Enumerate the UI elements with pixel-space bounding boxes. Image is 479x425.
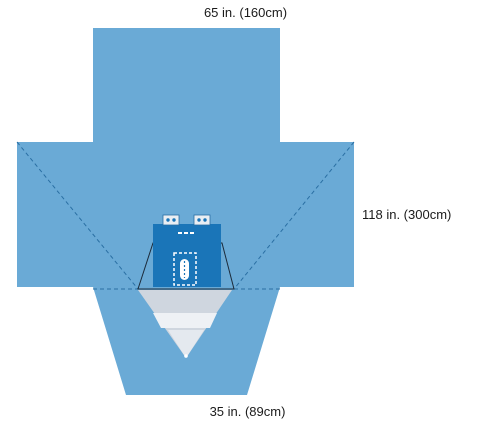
window-point <box>184 354 188 358</box>
top-tabs <box>162 214 211 226</box>
dimension-top-label: 65 in. (160cm) <box>203 5 288 20</box>
drape-body <box>17 28 354 395</box>
fold-lines <box>16 141 355 290</box>
fenestration-outline <box>173 252 197 286</box>
lower-window-tip-light <box>168 330 204 358</box>
lower-window-light-band <box>153 313 217 328</box>
dimension-bottom-label: 35 in. (89cm) <box>209 404 286 419</box>
dimension-right-label: 118 in. (300cm) <box>362 207 452 222</box>
